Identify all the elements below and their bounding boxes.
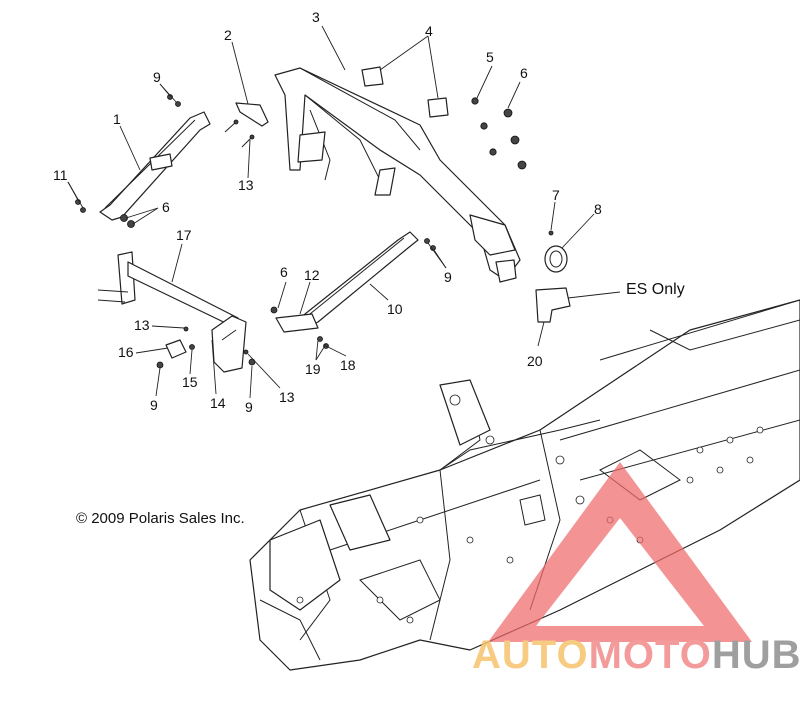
callout-18: 18 — [340, 357, 356, 373]
es-only-note: ES Only — [626, 281, 685, 298]
watermark-moto: MOTO — [589, 633, 712, 677]
part-13-bolts-upper — [224, 119, 255, 148]
callout-9-right: 9 — [444, 269, 452, 285]
callout-11: 11 — [53, 167, 68, 183]
watermark-hub: HUB — [712, 633, 800, 677]
callout-12: 12 — [304, 267, 320, 283]
callout-6-left: 6 — [162, 199, 170, 215]
part-12-bracket — [275, 313, 319, 333]
leader-lines — [67, 25, 621, 399]
hardware-fasteners-lower-brace — [270, 238, 436, 349]
callout-10: 10 — [387, 301, 403, 317]
callout-13-right: 13 — [279, 389, 295, 405]
callout-9-mid: 9 — [245, 399, 253, 415]
callout-2: 2 — [224, 27, 232, 43]
callout-5: 5 — [486, 49, 494, 65]
callout-14: 14 — [210, 395, 226, 411]
callout-labels: 1 2 3 4 5 6 7 8 9 11 6 13 17 13 16 15 14… — [53, 9, 685, 415]
callout-20: 20 — [527, 353, 543, 369]
part-20-es-bracket — [535, 287, 571, 323]
chassis-frame — [249, 299, 800, 671]
callout-4: 4 — [425, 23, 433, 39]
callout-15: 15 — [182, 374, 198, 390]
part-8-cap — [544, 245, 568, 273]
watermark-triangle-icon — [488, 462, 752, 642]
callout-13-top: 13 — [238, 177, 254, 193]
callout-9-top: 9 — [153, 69, 161, 85]
callout-3: 3 — [312, 9, 320, 25]
callout-7: 7 — [552, 187, 560, 203]
callout-1: 1 — [113, 111, 121, 127]
watermark-auto: AUTO — [472, 633, 589, 677]
part-17-cross-member — [97, 251, 247, 373]
callout-8: 8 — [594, 201, 602, 217]
callout-6-lower: 6 — [280, 264, 288, 280]
part-3-frame — [274, 67, 521, 283]
callout-6-upper: 6 — [520, 65, 528, 81]
hardware-fasteners-upper — [471, 97, 554, 236]
part-2-bracket — [235, 102, 269, 127]
svg-text:AUTOMOTOHUB: AUTOMOTOHUB — [472, 633, 800, 677]
callout-19: 19 — [305, 361, 321, 377]
watermark-logo: AUTOMOTOHUB — [472, 462, 800, 677]
callout-9-left: 9 — [150, 397, 158, 413]
callout-17: 17 — [176, 227, 192, 243]
part-1-brace — [99, 111, 211, 221]
part-4-pads — [361, 66, 449, 118]
hardware-fasteners-left — [75, 94, 181, 228]
callout-16: 16 — [118, 344, 134, 360]
copyright-notice: © 2009 Polaris Sales Inc. — [76, 510, 245, 527]
callout-13-left: 13 — [134, 317, 150, 333]
